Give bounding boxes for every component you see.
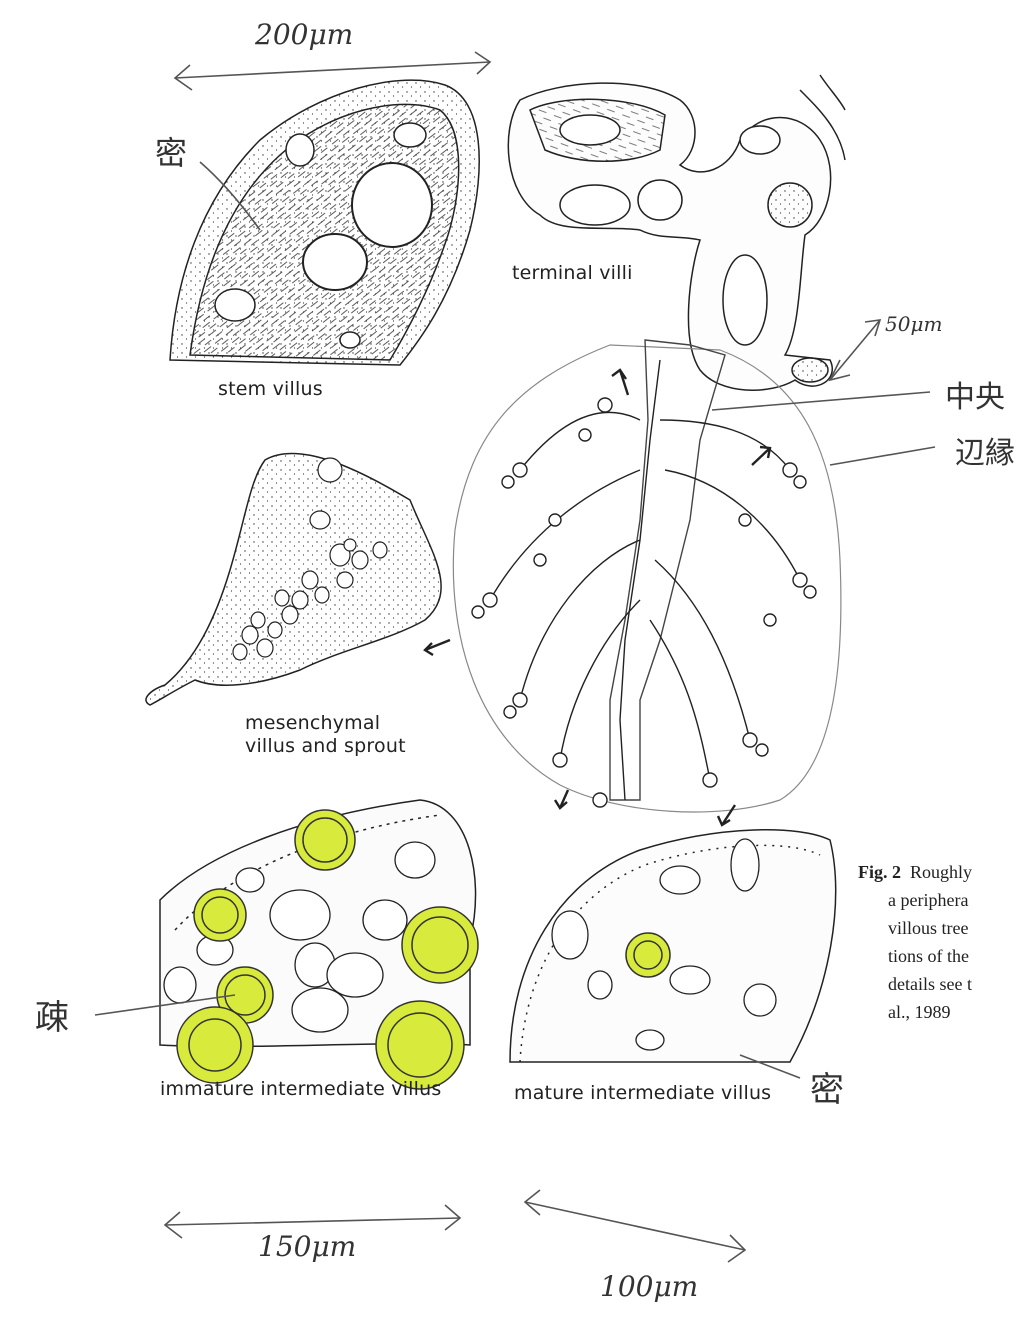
mature-villus-drawing bbox=[510, 830, 836, 1062]
stem-villus-drawing bbox=[170, 80, 479, 365]
annotation-edge: 辺縁 bbox=[955, 428, 1015, 472]
caption-line-2: a periphera bbox=[858, 886, 972, 914]
figure-caption: Fig. 2 Roughly a periphera villous tree … bbox=[858, 858, 972, 1026]
label-mesenchymal-2: villus and sprout bbox=[245, 735, 406, 757]
immature-villus-drawing bbox=[160, 800, 478, 1089]
mesenchymal-villus-drawing bbox=[146, 454, 441, 705]
caption-figure-number: Fig. 2 bbox=[858, 862, 901, 882]
caption-line-6: al., 1989 bbox=[858, 998, 972, 1026]
annotation-dense-bottom: 密 bbox=[810, 1062, 844, 1111]
label-mature-villus: mature intermediate villus bbox=[514, 1082, 771, 1104]
annotation-dense-top: 密 bbox=[155, 128, 187, 174]
label-stem-villus: stem villus bbox=[218, 378, 323, 400]
annotation-scale-150um: 150μm bbox=[258, 1230, 356, 1263]
annotation-sparse: 疎 bbox=[35, 990, 69, 1039]
caption-line-3: villous tree bbox=[858, 914, 972, 942]
caption-line-4: tions of the bbox=[858, 942, 972, 970]
villous-tree-drawing bbox=[425, 340, 841, 825]
caption-line-5: details see t bbox=[858, 970, 972, 998]
label-mesenchymal-1: mesenchymal bbox=[245, 712, 380, 734]
annotation-scale-100um: 100μm bbox=[600, 1270, 698, 1303]
label-terminal-villi: terminal villi bbox=[512, 262, 633, 284]
annotation-scale-50um: 50μm bbox=[885, 312, 942, 336]
annotation-scale-200um: 200μm bbox=[255, 18, 353, 51]
caption-line-1: Roughly bbox=[910, 862, 972, 882]
annotation-central: 中央 bbox=[945, 372, 1005, 416]
label-immature-villus: immature intermediate villus bbox=[160, 1078, 441, 1100]
